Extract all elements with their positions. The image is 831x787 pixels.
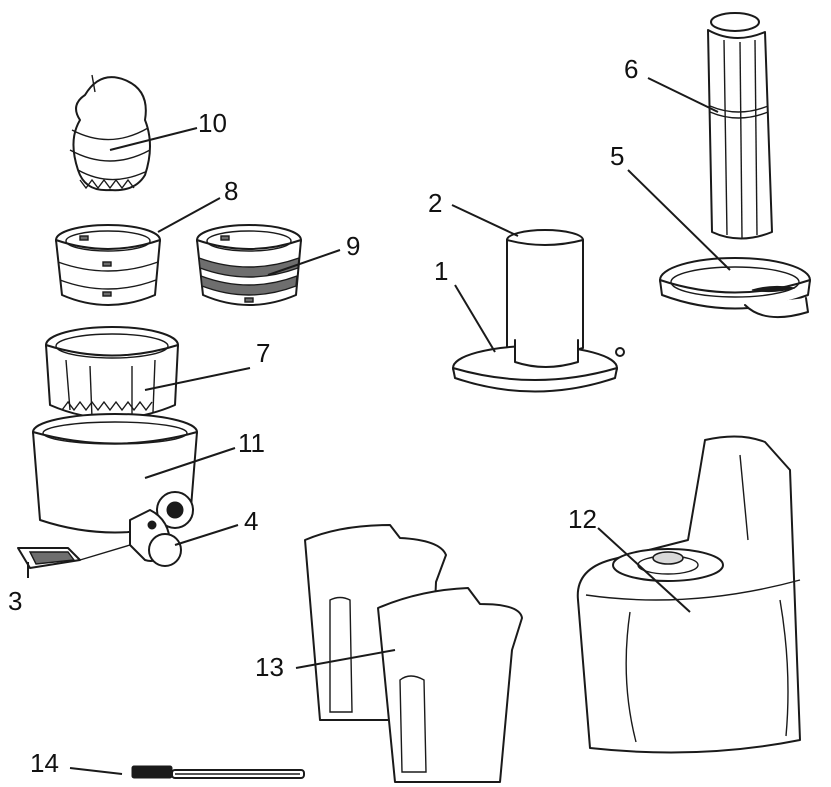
part-feed-tray <box>659 257 811 319</box>
leader-lines <box>27 77 731 775</box>
part-motor-base <box>576 435 801 754</box>
leader-5 <box>627 169 731 271</box>
callout-3: 3 <box>8 586 22 616</box>
callout-labels: 1 2 3 4 5 6 7 8 9 10 11 12 13 14 <box>8 54 638 778</box>
leader-7 <box>144 367 251 391</box>
callout-13: 13 <box>255 652 284 682</box>
callout-4: 4 <box>244 506 258 536</box>
part-filter-holder <box>45 326 179 420</box>
callout-1: 1 <box>434 256 448 286</box>
leader-4 <box>174 524 239 546</box>
callout-6: 6 <box>624 54 638 84</box>
part-large-pusher <box>707 12 773 240</box>
callout-10: 10 <box>198 108 227 138</box>
leader-14 <box>69 767 123 775</box>
part-cleaning-brush <box>131 765 305 779</box>
part-strainer-basket <box>55 224 161 306</box>
leader-10 <box>109 127 198 151</box>
callout-9: 9 <box>346 231 360 261</box>
callout-12: 12 <box>568 504 597 534</box>
leader-12 <box>597 527 691 613</box>
part-pusher <box>506 229 584 355</box>
part-drip-cap <box>17 544 131 569</box>
callout-5: 5 <box>610 141 624 171</box>
leader-13 <box>295 649 396 669</box>
leader-11 <box>144 447 236 479</box>
callout-2: 2 <box>428 188 442 218</box>
leader-9 <box>267 249 341 276</box>
part-juice-bowl <box>32 413 198 567</box>
leader-6 <box>647 77 719 113</box>
callout-14: 14 <box>30 748 59 778</box>
leader-2 <box>451 204 519 237</box>
callout-7: 7 <box>256 338 270 368</box>
part-lid <box>452 339 625 393</box>
part-juice-jug-front <box>377 587 523 783</box>
part-rotating-brush <box>196 224 302 306</box>
leader-1 <box>454 284 496 353</box>
callout-8: 8 <box>224 176 238 206</box>
callout-11: 11 <box>238 428 265 458</box>
leader-8 <box>157 197 221 233</box>
part-auger <box>69 74 151 192</box>
